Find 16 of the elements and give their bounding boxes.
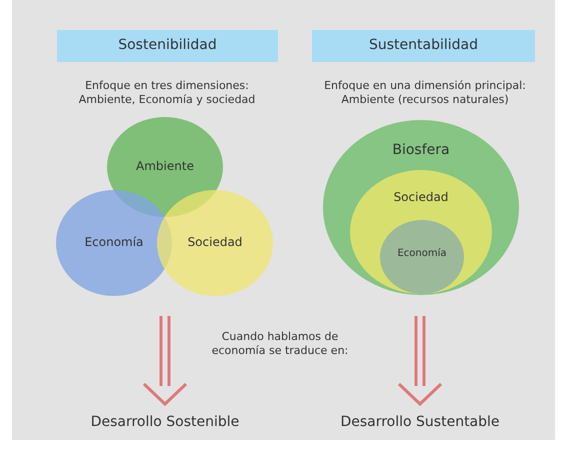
circle-label: Economía — [84, 235, 144, 249]
title-banner — [57, 30, 278, 62]
circle-label: Economía — [396, 248, 448, 259]
circle-label: Ambiente — [135, 159, 195, 173]
note-text: Cuando hablamos de economía se traduce en: — [210, 330, 350, 358]
circle-label: Biosfera — [391, 142, 451, 158]
circle-label: Sociedad — [392, 190, 450, 204]
note-text: Enfoque en una dimensión principal: Ambiente (recursos naturales) — [323, 79, 527, 107]
heading: Sostenibilidad — [117, 37, 218, 53]
caption-text: Desarrollo Sostenible — [90, 414, 240, 430]
title-banner — [312, 30, 535, 62]
circle-label: Sociedad — [186, 235, 244, 249]
circle-shape — [380, 220, 464, 294]
heading: Sustentabilidad — [368, 37, 479, 53]
caption-text: Desarrollo Sustentable — [339, 414, 501, 430]
note-text: Enfoque en tres dimensiones: Ambiente, Economía y sociedad — [78, 79, 256, 107]
